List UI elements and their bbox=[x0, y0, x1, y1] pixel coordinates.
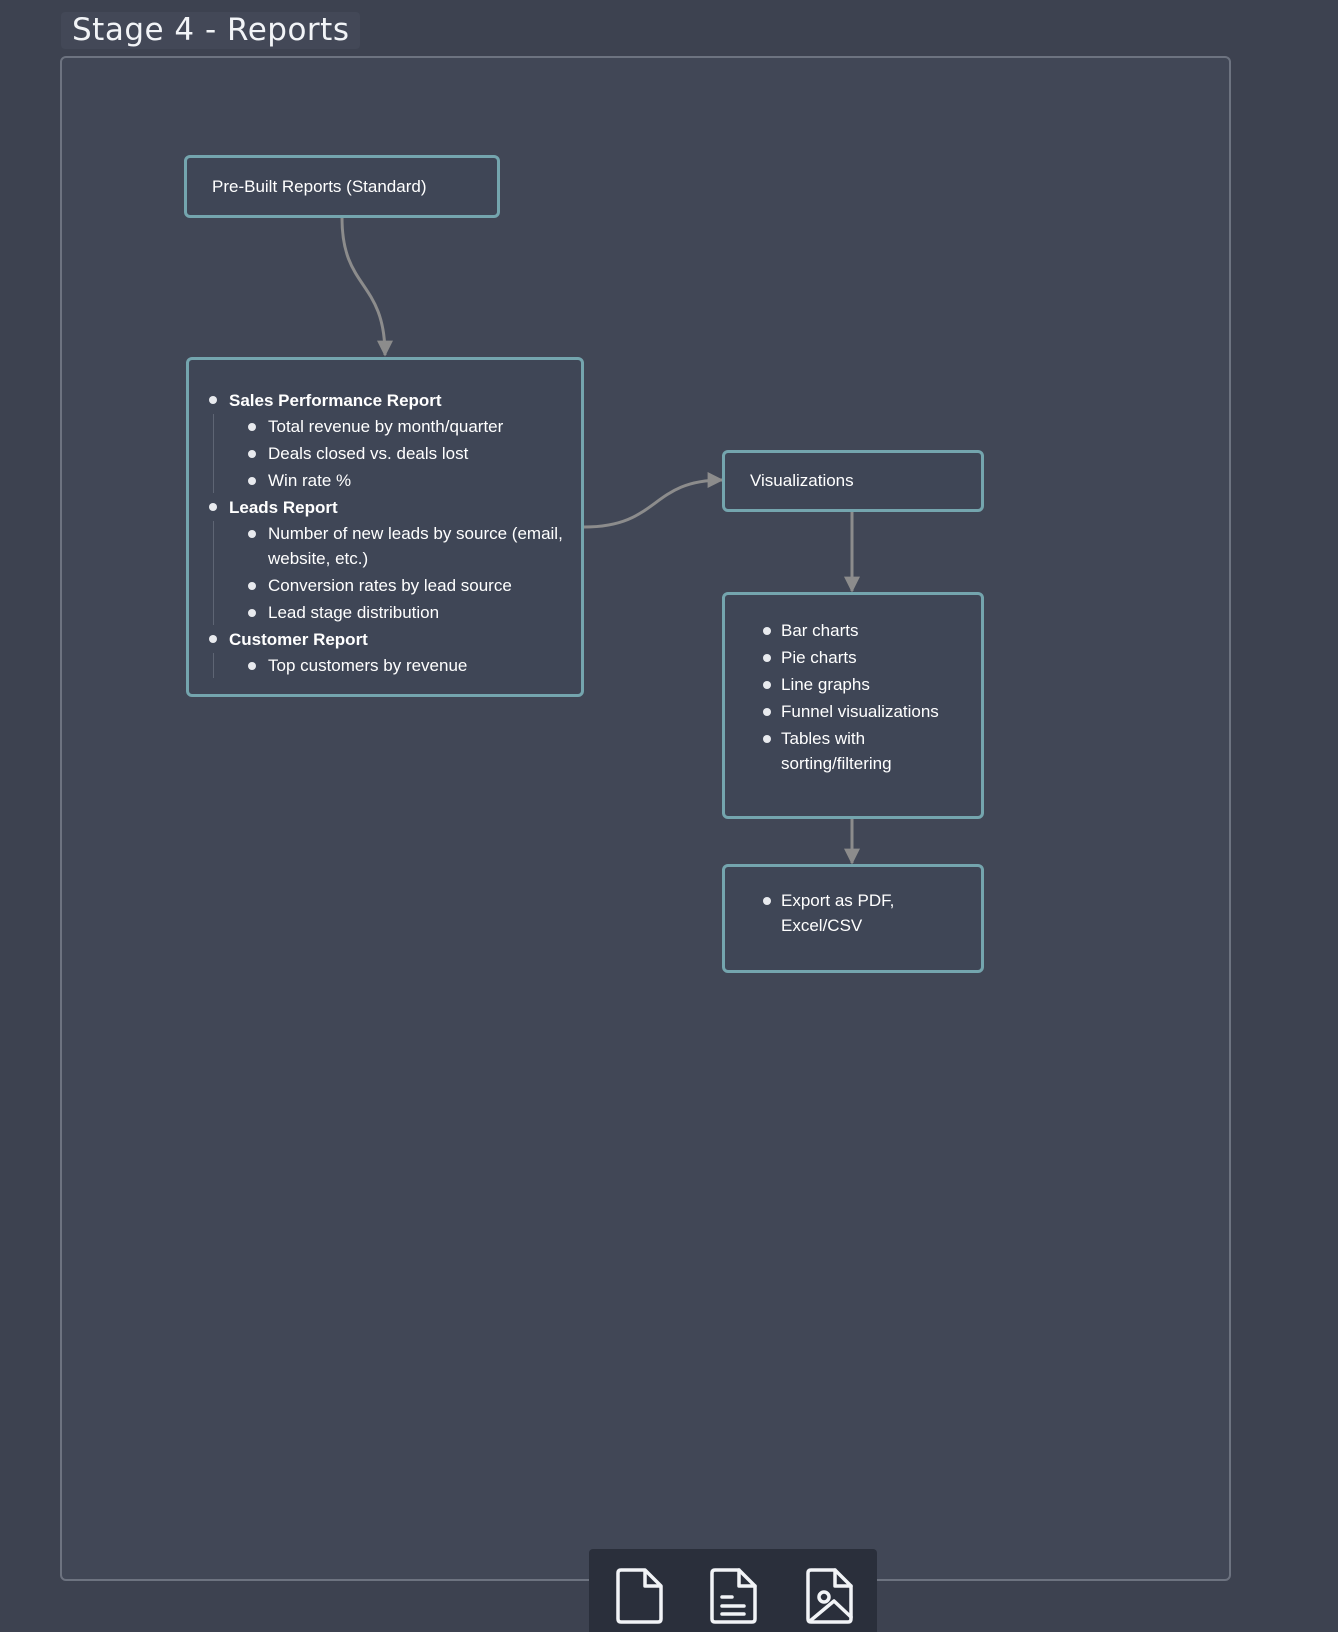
image-document-icon[interactable] bbox=[802, 1567, 858, 1625]
bottom-toolbar bbox=[589, 1549, 877, 1632]
list-item: Total revenue by month/quarter bbox=[214, 414, 581, 439]
stage-title[interactable]: Stage 4 - Reports bbox=[61, 12, 361, 49]
list-item: Win rate % bbox=[214, 468, 581, 493]
bullet-icon bbox=[763, 681, 771, 689]
list-item: Conversion rates by lead source bbox=[214, 573, 581, 598]
bullet-icon bbox=[248, 450, 256, 458]
report-section-heading: Leads Report bbox=[229, 498, 338, 517]
report-section: Sales Performance Report Total revenue b… bbox=[189, 388, 581, 493]
bullet-icon bbox=[209, 396, 217, 404]
node-prebuilt-reports[interactable]: Pre-Built Reports (Standard) bbox=[184, 155, 500, 218]
report-section: Customer Report Top customers by revenue bbox=[189, 627, 581, 678]
bullet-icon bbox=[763, 897, 771, 905]
bullet-icon bbox=[763, 654, 771, 662]
node-prebuilt-reports-label: Pre-Built Reports (Standard) bbox=[212, 176, 427, 196]
bullet-icon bbox=[248, 609, 256, 617]
report-section-heading: Customer Report bbox=[229, 630, 368, 649]
list-item: Export as PDF, Excel/CSV bbox=[725, 888, 981, 938]
bullet-icon bbox=[248, 662, 256, 670]
bullet-icon bbox=[248, 530, 256, 538]
bullet-icon bbox=[248, 423, 256, 431]
bullet-icon bbox=[209, 635, 217, 643]
list-item: Bar charts bbox=[725, 618, 981, 643]
node-visualization-types[interactable]: Bar charts Pie charts Line graphs Funnel… bbox=[722, 592, 984, 819]
list-item: Number of new leads by source (email, we… bbox=[214, 521, 581, 571]
edge-prebuilt-to-reports bbox=[340, 217, 393, 357]
bullet-icon bbox=[248, 582, 256, 590]
list-item: Funnel visualizations bbox=[725, 699, 981, 724]
bullet-icon bbox=[763, 708, 771, 716]
report-section: Leads Report Number of new leads by sour… bbox=[189, 495, 581, 625]
bullet-icon bbox=[763, 735, 771, 743]
node-visualizations[interactable]: Visualizations bbox=[722, 450, 984, 512]
list-item: Tables with sorting/filtering bbox=[725, 726, 981, 776]
node-report-list[interactable]: Sales Performance Report Total revenue b… bbox=[186, 357, 584, 697]
bullet-icon bbox=[763, 627, 771, 635]
stage-frame bbox=[60, 56, 1231, 1581]
list-item: Top customers by revenue bbox=[214, 653, 581, 678]
report-section-heading: Sales Performance Report bbox=[229, 391, 442, 410]
blank-document-icon[interactable] bbox=[610, 1567, 666, 1625]
list-item: Deals closed vs. deals lost bbox=[214, 441, 581, 466]
bullet-icon bbox=[248, 477, 256, 485]
text-document-icon[interactable] bbox=[706, 1567, 762, 1625]
bullet-icon bbox=[209, 503, 217, 511]
list-item: Pie charts bbox=[725, 645, 981, 670]
node-export[interactable]: Export as PDF, Excel/CSV bbox=[722, 864, 984, 973]
list-item: Lead stage distribution bbox=[214, 600, 581, 625]
list-item: Line graphs bbox=[725, 672, 981, 697]
edge-reports-to-visualizations bbox=[583, 472, 724, 529]
node-visualizations-label: Visualizations bbox=[750, 471, 854, 490]
